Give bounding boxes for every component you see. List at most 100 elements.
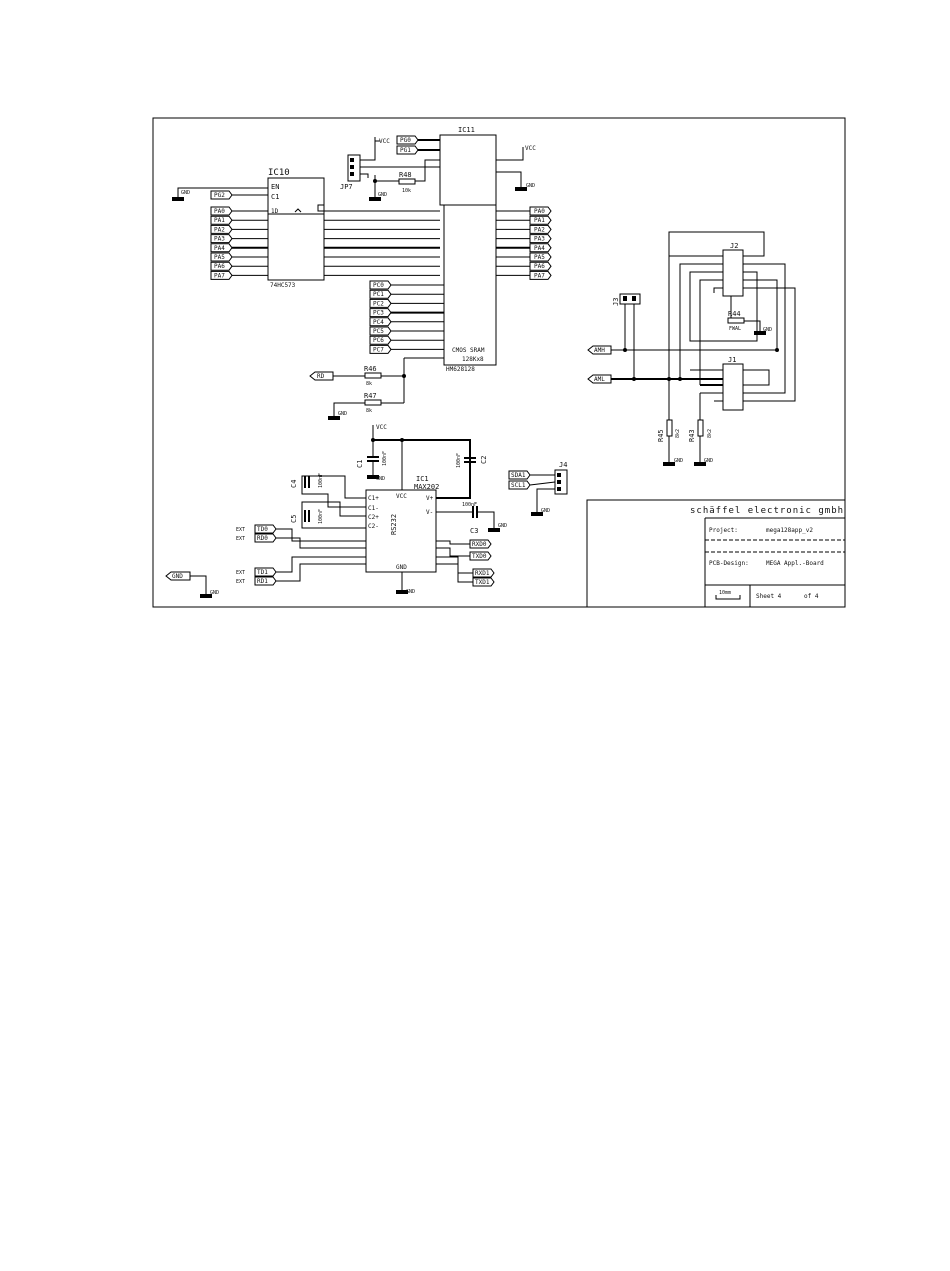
svg-text:TD0: TD0 xyxy=(257,526,268,533)
svg-text:PC5: PC5 xyxy=(373,328,384,335)
svg-text:TD1: TD1 xyxy=(257,569,268,576)
svg-text:EXT: EXT xyxy=(236,536,245,542)
svg-text:GND: GND xyxy=(541,508,550,514)
j4-connector: J4 SDA1 SCL1 GND xyxy=(508,461,568,516)
svg-text:VCC: VCC xyxy=(525,145,536,152)
svg-text:C2-: C2- xyxy=(368,523,379,530)
svg-text:100nF: 100nF xyxy=(382,451,388,466)
jp7-jumper: JP7 xyxy=(340,154,440,191)
ic11-mem: CMOS SRAM xyxy=(452,347,485,354)
svg-text:RD1: RD1 xyxy=(257,578,268,585)
r43-resistor: R43 8k2 GND xyxy=(688,393,713,466)
net-tag-pa7-right: PA7 xyxy=(496,270,552,280)
ic10-c1: C1 xyxy=(271,193,279,201)
net-tag-pg2: PG2 xyxy=(210,190,268,200)
svg-text:GND: GND xyxy=(210,590,219,596)
net-tag-pa1-right: PA1 xyxy=(496,215,552,225)
max202-gnd: GND xyxy=(396,572,415,595)
net-tag-pa2-right: PA2 xyxy=(496,224,552,234)
svg-text:PA3: PA3 xyxy=(534,236,545,243)
net-tag-amh: AMH xyxy=(587,304,779,355)
r45-resistor: R45 8k2 GND xyxy=(657,408,683,466)
net-tag-pa5-left: PA5 xyxy=(210,252,440,262)
svg-text:100nF: 100nF xyxy=(318,473,324,488)
design-label: PCB-Design: xyxy=(709,560,749,567)
cap-c5: C5 100nF xyxy=(290,501,366,529)
sheet-frame xyxy=(152,117,846,608)
svg-text:VCC: VCC xyxy=(396,493,407,500)
company-name: schäffel electronic gmbh xyxy=(690,506,844,516)
svg-text:8k: 8k xyxy=(366,408,372,414)
net-tag-pc6: PC6 xyxy=(369,335,444,345)
svg-text:RS232: RS232 xyxy=(390,514,398,535)
design-name: MEGA Appl.-Board xyxy=(766,560,824,567)
svg-text:PC0: PC0 xyxy=(373,282,384,289)
svg-text:100nF: 100nF xyxy=(462,502,477,508)
ic1-max202: IC1 MAX202 VCC GND C1+ C1- C2+ C2- V+ V-… xyxy=(365,475,439,573)
svg-text:PA7: PA7 xyxy=(534,272,545,279)
svg-text:EXT: EXT xyxy=(236,570,245,576)
svg-text:C2: C2 xyxy=(480,456,488,464)
net-tag-pa2-left: PA2 xyxy=(210,224,440,234)
ic1-ref: IC1 xyxy=(416,475,429,483)
max202-vcc: VCC GND C1 100nF C2 100nF xyxy=(356,424,488,499)
svg-text:V-: V- xyxy=(426,509,433,516)
svg-text:PA2: PA2 xyxy=(214,226,225,233)
r48-resistor: R48 10k GND xyxy=(369,159,440,201)
ic10-latch: IC10 EN C1 1D 74HC573 xyxy=(267,168,325,289)
uart-tag-txd0: TXD0 xyxy=(436,547,492,561)
svg-text:PA1: PA1 xyxy=(214,217,225,224)
svg-text:R48: R48 xyxy=(399,171,412,179)
svg-text:J2: J2 xyxy=(730,242,738,250)
svg-text:C2+: C2+ xyxy=(368,514,379,521)
cap-c4: C4 100nF xyxy=(290,473,366,508)
svg-text:PA4: PA4 xyxy=(214,245,225,252)
svg-text:PA4: PA4 xyxy=(534,245,545,252)
r47-resistor: R47 8k GND xyxy=(328,392,404,420)
svg-text:SDA1: SDA1 xyxy=(511,472,526,479)
ic11-size: 128Kx8 xyxy=(462,356,484,363)
net-tag-rd: RD R46 8k xyxy=(309,365,404,387)
svg-text:J3: J3 xyxy=(612,298,620,306)
net-tag-pg0: PG0 xyxy=(396,135,440,145)
project-label: Project: xyxy=(709,527,738,534)
svg-text:PA1: PA1 xyxy=(534,217,545,224)
net-tag-pa4-left: PA4 xyxy=(210,243,440,253)
svg-text:PA5: PA5 xyxy=(214,254,225,261)
svg-text:PC3: PC3 xyxy=(373,310,384,317)
svg-text:PA5: PA5 xyxy=(534,254,545,261)
svg-text:R44: R44 xyxy=(728,310,741,318)
uart-tag-txd1: TXD1 xyxy=(436,563,495,587)
j2-connector: J2 xyxy=(722,242,744,297)
svg-text:C4: C4 xyxy=(290,480,298,488)
svg-text:GND: GND xyxy=(674,458,683,464)
net-tag-pa0-right: PA0 xyxy=(496,206,552,216)
svg-text:TXD0: TXD0 xyxy=(472,553,487,560)
net-tag-pc4: PC4 xyxy=(369,317,444,327)
svg-text:FWAL: FWAL xyxy=(729,326,741,332)
svg-text:GND: GND xyxy=(704,458,713,464)
ic1-part: MAX202 xyxy=(414,483,439,491)
net-tag-pa1-left: PA1 xyxy=(210,215,440,225)
svg-text:VCC: VCC xyxy=(376,424,387,431)
svg-text:PC6: PC6 xyxy=(373,337,384,344)
vcc-label-1: VCC xyxy=(379,138,390,145)
net-tag-pa3-left: PA3 xyxy=(210,234,440,244)
svg-text:PA0: PA0 xyxy=(534,208,545,215)
svg-text:10k: 10k xyxy=(402,188,411,194)
svg-text:8k2: 8k2 xyxy=(675,429,681,438)
svg-text:GND: GND xyxy=(763,327,772,333)
net-tag-pa6-right: PA6 xyxy=(496,261,552,271)
svg-text:RXD1: RXD1 xyxy=(475,570,490,577)
net-tag-pa4-right: PA4 xyxy=(496,243,552,253)
net-tag-pa3-right: PA3 xyxy=(496,234,552,244)
svg-text:PG0: PG0 xyxy=(400,137,411,144)
svg-text:GND: GND xyxy=(378,192,387,198)
net-tag-pc5: PC5 xyxy=(369,326,444,336)
r44-resistor: R44 FWAL GND xyxy=(727,296,772,335)
svg-text:TXD1: TXD1 xyxy=(475,579,490,586)
